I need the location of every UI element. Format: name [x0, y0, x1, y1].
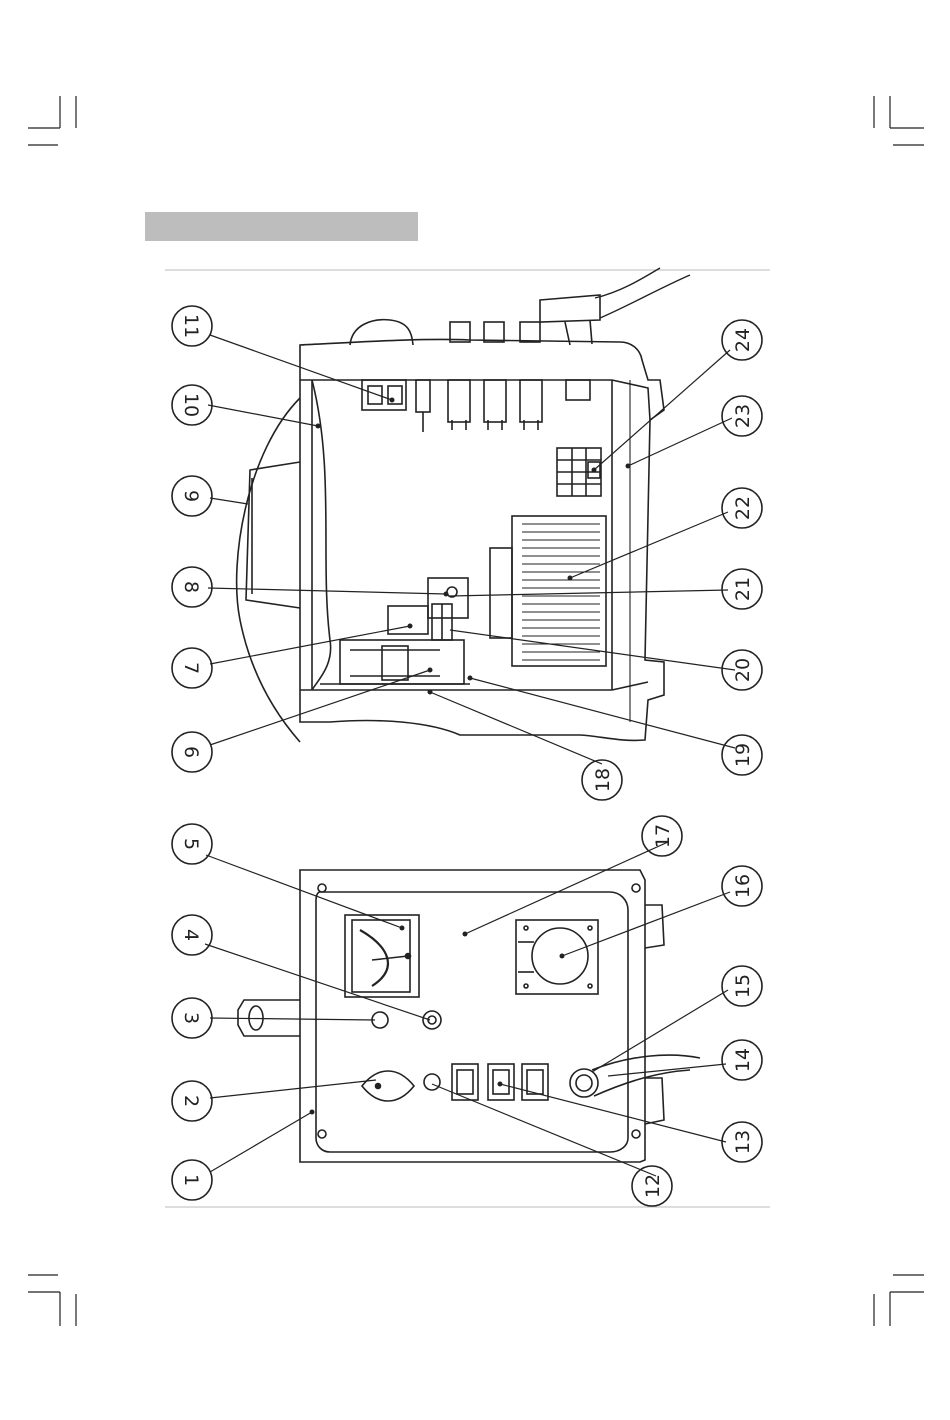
label-8: 8 [180, 581, 202, 593]
label-3: 3 [180, 1012, 202, 1024]
label-4: 4 [180, 929, 202, 941]
interior-view [237, 268, 690, 742]
label-6: 6 [180, 746, 202, 758]
label-19: 19 [732, 743, 754, 767]
label-12: 12 [642, 1174, 664, 1198]
label-11: 11 [180, 314, 202, 338]
label-21: 21 [732, 577, 754, 601]
label-2: 2 [180, 1095, 202, 1107]
label-16: 16 [732, 874, 754, 898]
leader-lines [205, 335, 735, 1176]
label-15: 15 [732, 974, 754, 998]
label-20: 20 [732, 658, 754, 682]
label-22: 22 [732, 496, 754, 520]
label-5: 5 [180, 838, 202, 850]
label-9: 9 [180, 490, 202, 502]
front-panel-view [238, 870, 700, 1162]
label-17: 17 [652, 824, 674, 848]
label-14: 14 [732, 1048, 754, 1072]
label-1: 1 [180, 1174, 202, 1186]
label-23: 23 [732, 404, 754, 428]
label-10: 10 [180, 393, 202, 417]
label-7: 7 [180, 662, 202, 674]
label-18: 18 [592, 768, 614, 792]
label-24: 24 [732, 328, 754, 352]
label-13: 13 [732, 1130, 754, 1154]
